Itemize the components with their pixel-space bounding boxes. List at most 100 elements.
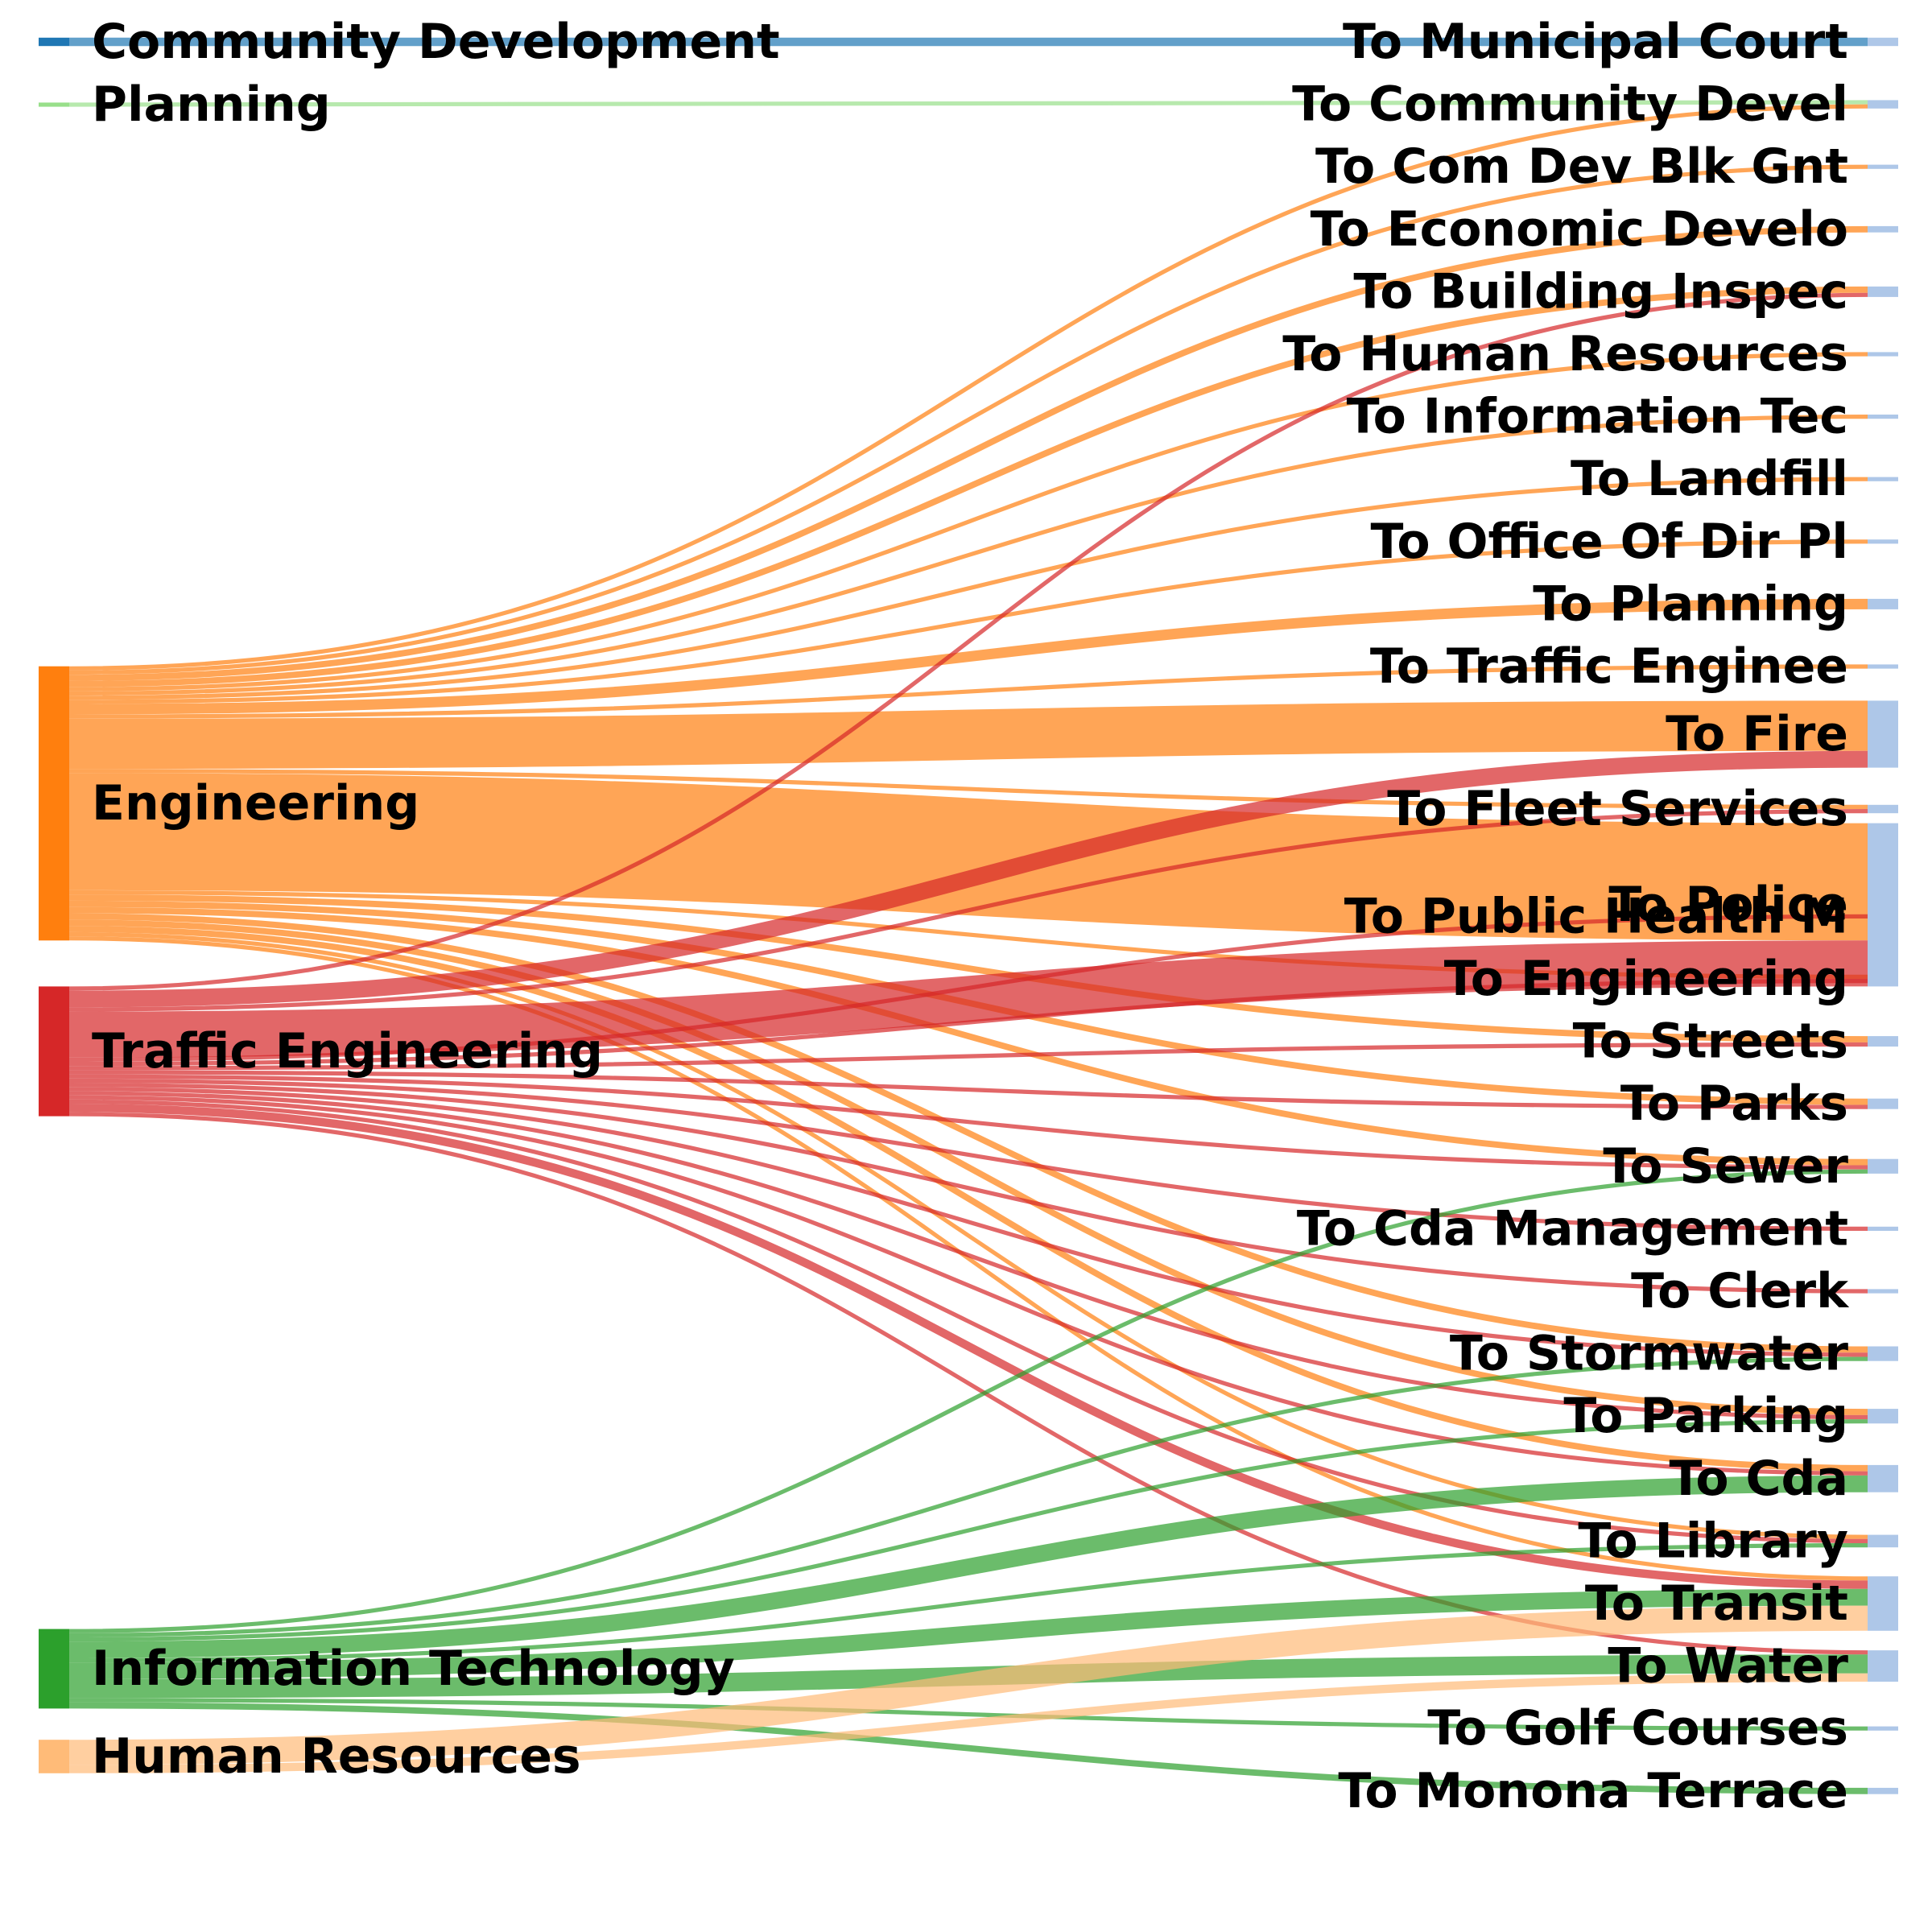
link-information-technology-to-transit (68, 1588, 1868, 1679)
target-node-to-office-of-dir-pl (1868, 539, 1898, 544)
link-traffic-engineering-to-fire (68, 750, 1868, 1008)
link-engineering-to-economic-develo (68, 225, 1868, 681)
target-label-to-com-dev-blk-gnt: To Com Dev Blk Gnt (1315, 138, 1848, 195)
target-label-to-sewer: To Sewer (1603, 1138, 1848, 1195)
link-engineering-to-building-inspec (68, 286, 1868, 687)
target-label-to-municipal-court: To Municipal Court (1343, 14, 1848, 70)
link-engineering-to-office-of-dir-pl (68, 539, 1868, 704)
link-engineering-to-police (68, 773, 1868, 941)
target-label-to-monona-terrace: To Monona Terrace (1338, 1763, 1848, 1819)
target-node-to-economic-develo (1868, 225, 1898, 233)
target-label-to-parking: To Parking (1563, 1388, 1848, 1444)
link-traffic-engineering-to-public-health-m (68, 914, 1868, 1062)
target-node-to-landfill (1868, 477, 1898, 481)
link-information-technology-to-sewer (68, 1169, 1868, 1633)
target-label-to-police: To Police (1608, 877, 1848, 933)
link-information-technology-to-parking (68, 1419, 1868, 1642)
target-node-to-com-dev-blk-gnt (1868, 164, 1898, 169)
link-engineering-to-landfill (68, 477, 1868, 700)
source-node-information-technology (39, 1629, 69, 1709)
link-information-technology-to-cda (68, 1475, 1868, 1658)
target-node-to-fire (1868, 700, 1898, 768)
target-node-to-transit (1868, 1576, 1898, 1631)
target-label-to-traffic-enginee: To Traffic Enginee (1370, 638, 1848, 695)
link-engineering-to-planning (68, 598, 1868, 715)
link-human-resources-to-water (68, 1673, 1868, 1773)
link-traffic-engineering-to-parks (68, 1070, 1868, 1109)
target-label-to-public-health-m: To Public Health M (1344, 888, 1848, 944)
target-node-to-traffic-enginee (1868, 664, 1898, 669)
link-traffic-engineering-to-stormwater (68, 1087, 1868, 1357)
target-node-to-sewer (1868, 1158, 1898, 1174)
source-node-planning (39, 102, 69, 107)
target-node-to-golf-courses (1868, 1726, 1898, 1731)
target-node-to-police (1868, 823, 1898, 987)
labels-layer: Community DevelopmentPlanningEngineering… (92, 14, 1850, 1819)
target-node-to-parks (1868, 1098, 1898, 1109)
target-label-to-building-inspec: To Building Inspec (1353, 263, 1848, 320)
target-label-to-office-of-dir-pl: To Office Of Dir Pl (1370, 514, 1848, 570)
target-node-to-planning (1868, 598, 1898, 609)
link-information-technology-to-golf-courses (68, 1698, 1868, 1731)
source-node-human-resources (39, 1740, 69, 1773)
link-engineering-to-com-dev-blk-gnt (68, 164, 1868, 675)
link-traffic-engineering-to-police (68, 940, 1868, 1058)
link-information-technology-to-monona-terrace (68, 1702, 1868, 1794)
source-label-engineering: Engineering (92, 775, 419, 832)
target-label-to-golf-courses: To Golf Courses (1427, 1700, 1848, 1757)
link-traffic-engineering-to-sewer (68, 1074, 1868, 1170)
link-engineering-to-streets (68, 894, 1868, 1042)
link-traffic-engineering-to-library (68, 1099, 1868, 1543)
target-label-to-water: To Water (1608, 1638, 1848, 1695)
link-engineering-to-community-devel (68, 104, 1868, 671)
target-label-to-community-devel: To Community Devel (1292, 76, 1848, 133)
target-node-to-community-devel (1868, 100, 1898, 109)
source-label-human-resources: Human Resources (92, 1728, 581, 1785)
target-node-to-public-health-m (1868, 914, 1898, 919)
target-label-to-library: To Library (1578, 1513, 1848, 1569)
link-traffic-engineering-to-cda-management (68, 1078, 1868, 1231)
link-engineering-to-parking (68, 919, 1868, 1415)
target-label-to-clerk: To Clerk (1631, 1263, 1850, 1319)
target-label-to-transit: To Transit (1585, 1575, 1848, 1632)
source-node-community-development (39, 37, 69, 47)
target-label-to-cda-management: To Cda Management (1297, 1200, 1848, 1257)
link-engineering-to-fire (68, 700, 1868, 770)
source-label-community-development: Community Development (92, 14, 780, 70)
target-label-to-stormwater: To Stormwater (1450, 1326, 1849, 1382)
link-traffic-engineering-to-engineering (68, 979, 1868, 1067)
link-engineering-to-information-tec (68, 415, 1868, 696)
target-node-to-library (1868, 1534, 1898, 1548)
target-label-to-streets: To Streets (1573, 1013, 1848, 1070)
source-node-engineering (39, 666, 69, 941)
link-information-technology-to-library (68, 1543, 1868, 1663)
target-label-to-cda: To Cda (1669, 1451, 1848, 1507)
nodes-layer (39, 37, 1898, 1794)
target-node-to-information-tec (1868, 415, 1898, 419)
target-node-to-parking (1868, 1409, 1898, 1424)
link-planning-to-community-devel (68, 100, 1868, 107)
target-node-to-monona-terrace (1868, 1787, 1898, 1794)
target-label-to-parks: To Parks (1620, 1075, 1848, 1132)
source-node-traffic-engineering (39, 986, 69, 1117)
link-engineering-to-fleet-services (68, 769, 1868, 809)
source-label-information-technology: Information Technology (92, 1641, 735, 1697)
link-traffic-engineering-to-building-inspec (68, 292, 1868, 991)
target-node-to-streets (1868, 1036, 1898, 1047)
link-information-technology-to-stormwater (68, 1356, 1868, 1637)
target-label-to-planning: To Planning (1533, 576, 1848, 632)
target-label-to-economic-develo: To Economic Develo (1311, 201, 1848, 258)
link-engineering-to-traffic-enginee (68, 664, 1868, 719)
link-traffic-engineering-to-parking (68, 1091, 1868, 1420)
target-label-to-engineering: To Engineering (1444, 951, 1848, 1007)
target-node-to-building-inspec (1868, 286, 1898, 297)
link-traffic-engineering-to-streets (68, 1042, 1868, 1071)
link-engineering-to-sewer (68, 906, 1868, 1166)
source-label-planning: Planning (92, 76, 331, 133)
link-engineering-to-human-resources (68, 352, 1868, 691)
target-label-to-information-tec: To Information Tec (1347, 389, 1848, 445)
target-node-to-clerk (1868, 1289, 1898, 1294)
target-label-to-fire: To Fire (1666, 706, 1848, 762)
link-traffic-engineering-to-clerk (68, 1083, 1868, 1294)
